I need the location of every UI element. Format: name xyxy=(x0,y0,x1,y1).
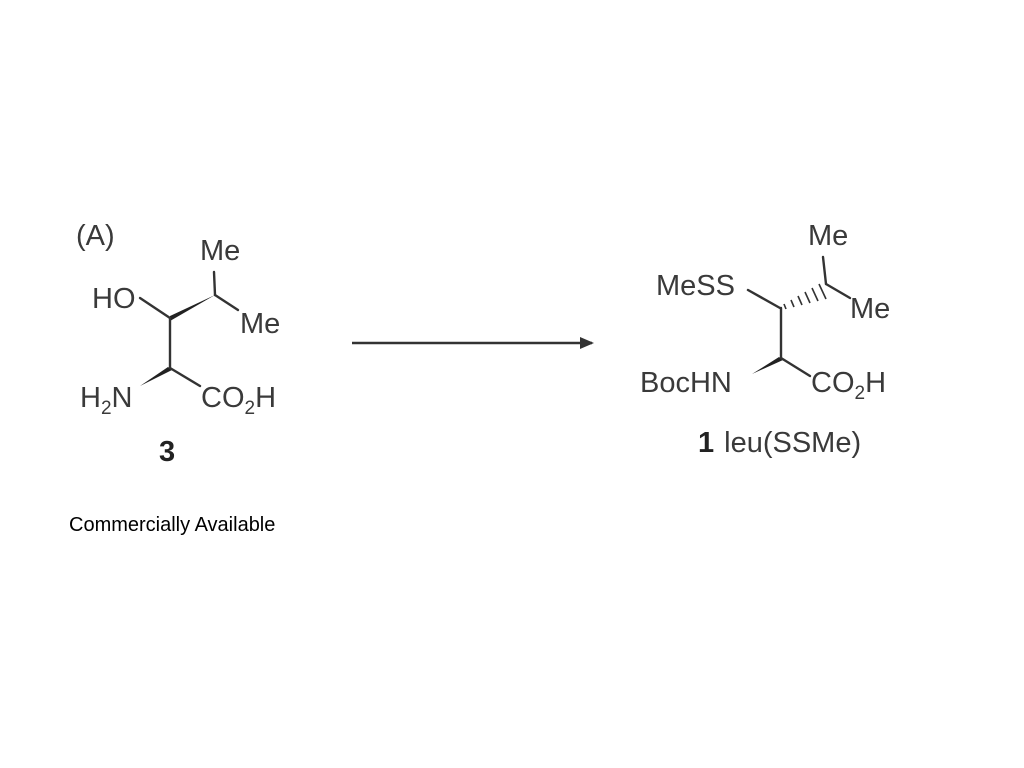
compound-name: leu(SSMe) xyxy=(724,427,861,459)
carboxyl-label: CO2H xyxy=(201,382,276,419)
bond-isopropyl-methyl-right xyxy=(213,293,240,312)
product-carboxyl-subscript: 2 xyxy=(855,383,866,404)
methyl-right-label: Me xyxy=(240,308,280,340)
protected-amine-label: BocHN xyxy=(640,367,732,399)
bond-c2-carboxyl xyxy=(779,356,812,378)
hashed-bond-c3-isopropyl xyxy=(783,283,827,310)
hydroxyl-label: HO xyxy=(92,283,136,315)
bond-isopropyl-methyl-top xyxy=(212,270,217,297)
carboxyl-tail: H xyxy=(255,382,276,414)
bond-c2-carboxyl xyxy=(168,366,202,388)
amine-label: H2N xyxy=(80,382,132,419)
amine-main: H xyxy=(80,382,101,414)
bond-o-c3 xyxy=(138,296,172,320)
disulfide-label: MeSS xyxy=(656,270,735,302)
panel-label: (A) xyxy=(76,220,115,252)
bond-s-c3 xyxy=(746,288,782,310)
wedge-bond-c3-isopropyl xyxy=(170,295,215,321)
wedge-bond-c2-amine xyxy=(140,367,172,386)
caption-commercially-available: Commercially Available xyxy=(69,514,276,536)
product-carboxyl-main: CO xyxy=(811,367,855,399)
product-methyl-right-label: Me xyxy=(850,293,890,325)
product-methyl-top-label: Me xyxy=(808,220,848,252)
amine-tail: N xyxy=(112,382,133,414)
product-structure: MeSS Me Me BocHN CO2H 1 leu(SSMe) xyxy=(640,220,890,459)
carboxyl-subscript: 2 xyxy=(245,398,256,419)
bond-isopropyl-methyl-top xyxy=(821,255,828,286)
compound-number-3: 3 xyxy=(159,436,175,468)
starting-material-structure: HO Me Me H2N CO2H 3 xyxy=(80,235,280,468)
product-carboxyl-tail: H xyxy=(865,367,886,399)
bond-isopropyl-methyl-right xyxy=(824,282,852,300)
product-label: 1 leu(SSMe) xyxy=(698,427,861,459)
product-carboxyl-label: CO2H xyxy=(811,367,886,404)
wedge-bond-c2-nh xyxy=(752,357,783,374)
methyl-top-label: Me xyxy=(200,235,240,267)
carboxyl-main: CO xyxy=(201,382,245,414)
amine-subscript: 2 xyxy=(101,398,112,419)
compound-number-1: 1 xyxy=(698,427,714,459)
